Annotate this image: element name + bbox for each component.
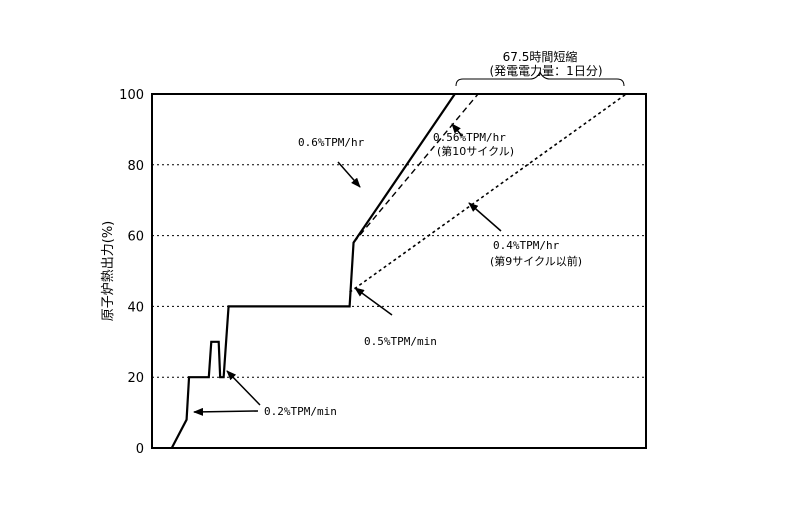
y-tick-0: 0 — [136, 442, 144, 457]
bracket-label-line2: (発電電力量：1日分) — [490, 64, 603, 78]
series-line-solid-thick — [170, 93, 456, 449]
arrow-0-56-tpm-hr — [451, 123, 463, 137]
y-tick-labels: 0 20 40 60 80 100 — [119, 88, 144, 457]
grid-lines — [152, 164, 646, 378]
annotation-0-4-tpm-hr: 0.4%TPM/hr — [493, 239, 560, 252]
annotation-0-6-tpm-hr: 0.6%TPM/hr — [298, 136, 365, 149]
series-group — [170, 93, 627, 449]
arrow-0-6-tpm-hr — [337, 161, 361, 188]
reduction-bracket — [455, 70, 625, 87]
bracket-label-line1: 67.5時間短縮 — [503, 49, 578, 64]
y-tick-100: 100 — [119, 88, 144, 103]
annotation-0-56-tpm-hr: 0.56%TPM/hr — [433, 131, 506, 144]
arrow-0-4-tpm-hr — [468, 202, 502, 232]
arrow-0-2-tpm-min-upper — [226, 370, 261, 406]
y-tick-20: 20 — [127, 371, 144, 386]
annotation-cycle-9-before: (第9サイクル以前) — [490, 254, 582, 268]
series-line-dotted — [349, 93, 627, 293]
y-tick-40: 40 — [127, 300, 144, 315]
plot-frame — [151, 93, 647, 449]
y-tick-60: 60 — [127, 230, 144, 245]
arrow-0-2-tpm-min-lower — [193, 407, 259, 416]
series-line-dashed — [353, 93, 479, 244]
annotation-cycle-10: (第10サイクル) — [437, 144, 514, 158]
y-axis-label: 原子炉熱出力(%) — [101, 221, 116, 322]
annotation-0-5-tpm-min: 0.5%TPM/min — [364, 335, 437, 348]
y-tick-80: 80 — [127, 159, 144, 174]
arrow-0-5-tpm-min — [354, 287, 393, 316]
annotation-0-2-tpm-min: 0.2%TPM/min — [264, 405, 337, 418]
annotation-arrows — [193, 123, 502, 416]
